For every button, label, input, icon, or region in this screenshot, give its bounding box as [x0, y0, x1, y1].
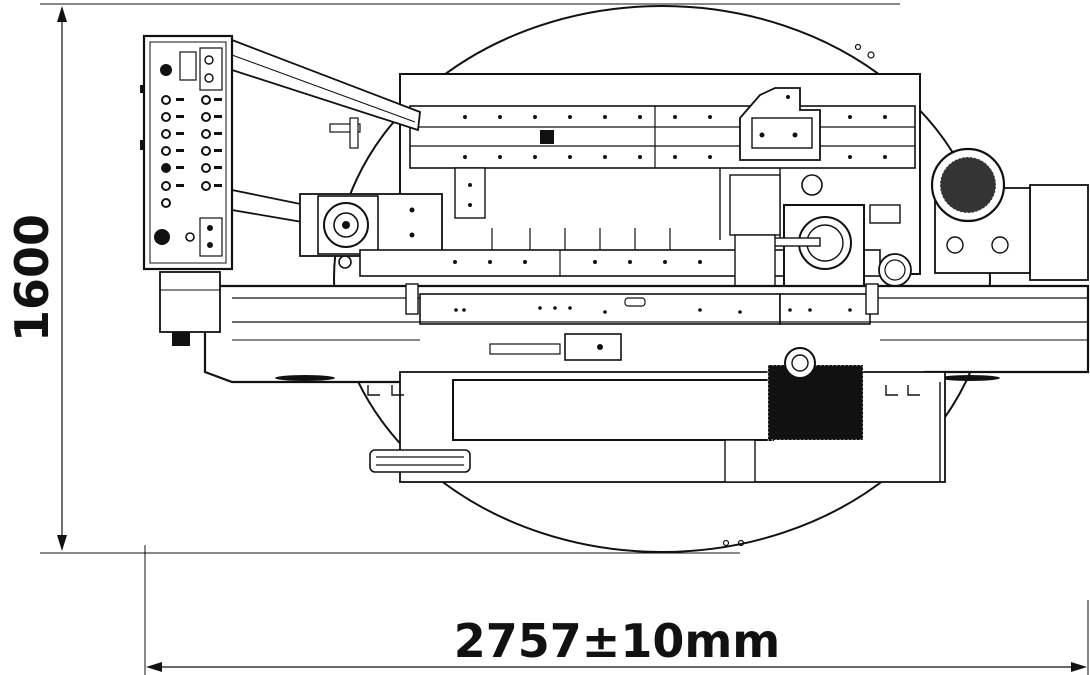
left-spindle-unit — [299, 193, 443, 269]
control-arm — [231, 38, 421, 227]
motor — [869, 147, 1089, 287]
arrow-down-icon — [57, 535, 67, 551]
vent-grille — [768, 365, 863, 440]
height-dimension: 1600 — [5, 3, 900, 554]
arrow-right-icon — [1071, 662, 1087, 672]
lower-base — [367, 333, 946, 483]
main-table-bar — [203, 283, 1090, 384]
ellipse-holes — [722, 43, 875, 547]
right-head-unit — [729, 174, 865, 291]
width-dimension: 2757±10mm — [144, 545, 1089, 675]
control-panel — [140, 34, 234, 271]
left-gearbox — [159, 271, 221, 346]
upper-carriage — [739, 87, 821, 161]
height-label: 1600 — [5, 214, 59, 342]
arrow-left-icon — [146, 662, 162, 672]
display-screen — [179, 51, 197, 81]
main-switch-knob — [154, 229, 170, 245]
panel-knobs — [154, 55, 223, 257]
arrow-up-icon — [57, 6, 67, 22]
turntable-ellipse — [333, 5, 991, 553]
width-label: 2757±10mm — [454, 614, 780, 668]
